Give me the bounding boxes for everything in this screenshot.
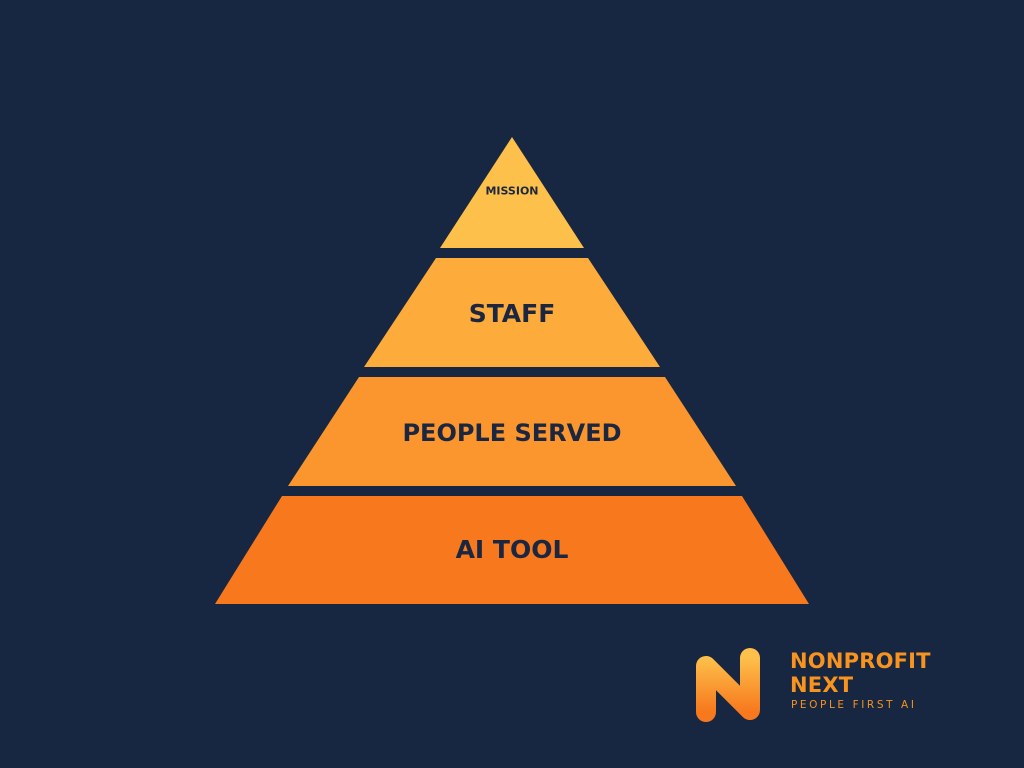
tier-ai-tool: AI TOOL	[215, 496, 809, 604]
brand-tagline: PEOPLE FIRST AI	[791, 699, 917, 711]
brand-name-line-2: NEXT	[790, 673, 854, 697]
tier-mission-shape	[440, 137, 584, 248]
tier-staff-label: STAFF	[469, 299, 556, 328]
tier-people-served-shape	[288, 377, 736, 486]
tier-ai-tool-label: AI TOOL	[456, 535, 569, 564]
tier-staff: STAFF	[364, 258, 660, 367]
tier-mission-label: MISSION	[485, 185, 538, 198]
nonprofit-next-logo: NONPROFIT NEXT PEOPLE FIRST AI	[690, 640, 950, 730]
tier-ai-tool-shape	[215, 496, 809, 604]
tier-people-served: PEOPLE SERVED	[288, 377, 736, 486]
tier-people-served-label: PEOPLE SERVED	[402, 419, 621, 447]
tier-staff-shape	[364, 258, 660, 367]
n-logo-icon	[696, 648, 760, 722]
brand-name-line-1: NONPROFIT	[790, 649, 931, 673]
tier-mission: MISSION	[440, 137, 584, 248]
